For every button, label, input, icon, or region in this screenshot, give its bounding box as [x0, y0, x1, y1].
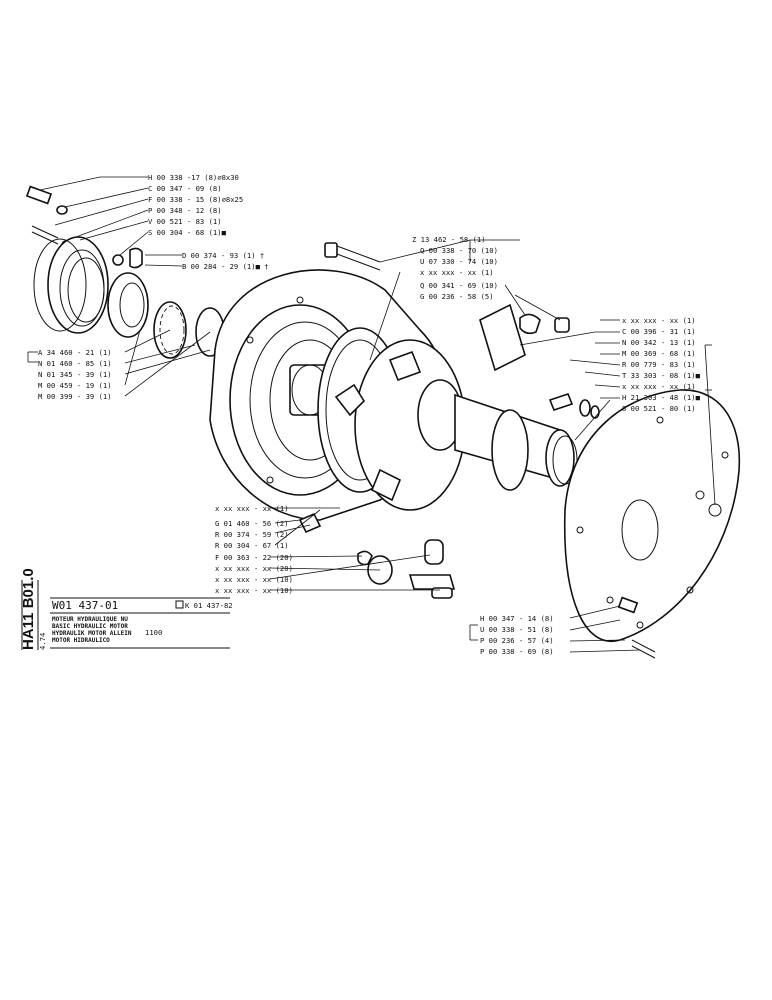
spline-gear [107, 272, 225, 359]
labels-bottom-center: x xx xxx - xx (1) G 01 460 - 56 (2) R 00… [215, 504, 293, 595]
label-f00363-22: F 00 363 - 22 (20) [215, 553, 293, 562]
model-number: 1100 [145, 628, 162, 637]
label-d00374-93: D 00 374 - 93 (1) † [182, 251, 264, 260]
label-t33303-08: T 33 303 - 08 (1)■ [622, 371, 701, 380]
title-de: HYDRAULIK MOTOR ALLEIN [52, 630, 132, 637]
label-p00236-57: P 00 236 - 57 (4) [480, 636, 554, 645]
label-xxx-bottom-1: x xx xxx - xx (1) [215, 504, 289, 513]
label-s00521-80: S 00 521 - 80 (1) [622, 404, 696, 413]
label-f00338-15: F 00 338 - 15 (8)∅8x25 [148, 195, 243, 204]
side-small: 4.74 [38, 633, 47, 650]
label-p00348-12: P 00 348 - 12 (8) [148, 206, 222, 215]
label-m00459-19: M 00 459 - 19 (1) [38, 381, 112, 390]
labels-left: A 34 460 - 21 (1) N 01 460 - 85 (1) N 01… [38, 348, 112, 401]
reference-number: K 01 437-82 [185, 601, 233, 610]
labels-top-center: Z 13 462 - 58 (1) Q 00 338 - 70 (10) U 0… [412, 235, 498, 301]
label-g01460-56: G 01 460 - 56 (2) [215, 519, 289, 528]
labels-top-left: H 00 338 -17 (8)∅8x30 C 00 347 - 09 (8) … [148, 173, 269, 271]
title-es: MOTOR HIDRAULICO [52, 637, 110, 644]
label-h21303-48: H 21 303 - 48 (1)■ [622, 393, 701, 402]
label-xxx-bottom-2: x xx xxx - xx (20) [215, 564, 293, 573]
label-q00341-69: Q 00 341 - 69 (10) [420, 281, 498, 290]
label-v00521-83: V 00 521 - 83 (1) [148, 217, 222, 226]
label-c00396-31: C 00 396 - 31 (1) [622, 327, 696, 336]
cover-assembly [25, 185, 143, 334]
title-fr: MOTEUR HYDRAULIQUE NU [52, 616, 128, 623]
leader-lines [27, 176, 716, 653]
label-b00284-29: B 00 284 - 29 (1)■ † [182, 262, 269, 271]
label-q00338-70: Q 00 338 - 70 (10) [420, 246, 498, 255]
label-xxx-bottom-4: x xx xxx - xx (10) [215, 586, 293, 595]
label-c00347-09: C 00 347 - 09 (8) [148, 184, 222, 193]
side-code: HA11 B01.0 [20, 568, 37, 650]
star-rotor [317, 327, 466, 511]
label-m00369-68: M 00 369 - 68 (1) [622, 349, 696, 358]
mounting-flange [563, 389, 741, 643]
label-g00236-58: G 00 236 - 58 (5) [420, 292, 494, 301]
labels-right: x xx xxx - xx (1) C 00 396 - 31 (1) N 00… [622, 316, 701, 413]
label-xxx-top-center: x xx xxx - xx (1) [420, 268, 494, 277]
label-h00338-17: H 00 338 -17 (8)∅8x30 [148, 173, 239, 182]
output-shaft [454, 303, 578, 491]
label-xxx-right-1: x xx xxx - xx (1) [622, 316, 696, 325]
label-z13462-58: Z 13 462 - 58 (1) [412, 235, 486, 244]
title-block: HA11 B01.0 4.74 W01 437-01 K 01 437-82 M… [20, 568, 233, 650]
label-r00304-67: R 00 304 - 67 (1) [215, 541, 289, 550]
label-h00347-14: H 00 347 - 14 (8) [480, 614, 554, 623]
label-u07330-74: U 07 330 - 74 (10) [420, 257, 498, 266]
small-parts-bottom [298, 512, 456, 599]
label-p00338-69: P 00 338 - 69 (8) [480, 647, 554, 656]
label-n00342-13: N 00 342 - 13 (1) [622, 338, 696, 347]
label-xxx-bottom-3: x xx xxx - xx (10) [215, 575, 293, 584]
label-r00374-59: R 00 374 - 59 (2) [215, 530, 289, 539]
title-en: BASIC HYDRAULIC MOTOR [52, 623, 128, 630]
label-u00338-51: U 00 338 - 51 (8) [480, 625, 554, 634]
label-r00779-83: R 00 779 - 83 (1) [622, 360, 696, 369]
bolt-top-center [324, 242, 381, 271]
label-xxx-right-2: x xx xxx - xx (1) [622, 382, 696, 391]
flange-bolts [617, 596, 656, 659]
labels-bottom-right: H 00 347 - 14 (8) U 00 338 - 51 (8) P 00… [480, 614, 554, 656]
drawing-number: W01 437-01 [52, 599, 118, 612]
label-n01345-39: N 01 345 - 39 (1) [38, 370, 112, 379]
label-a34460-21: A 34 460 - 21 (1) [38, 348, 112, 357]
label-m00399-39: M 00 399 - 39 (1) [38, 392, 112, 401]
bushings-right [519, 313, 600, 419]
label-s00304-68: S 00 304 - 68 (1)■ [148, 228, 227, 237]
label-n01460-85: N 01 460 - 85 (1) [38, 359, 112, 368]
